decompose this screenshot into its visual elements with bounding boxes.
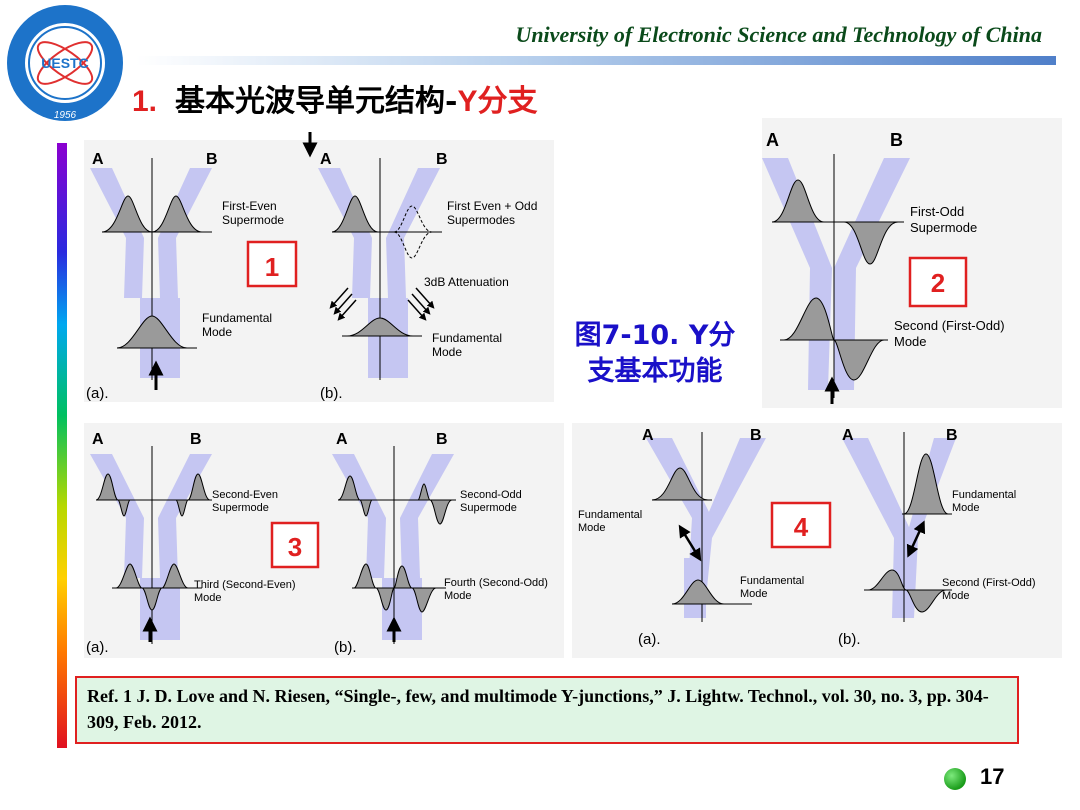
slide-title: 1. 基本光波导单元结构-Y分支 xyxy=(132,76,538,120)
p4-sublabel: (a). xyxy=(86,639,109,656)
label-a: A xyxy=(320,151,332,168)
caption-line-1: 图7-10. Y分 xyxy=(574,320,736,351)
figure-box-2 xyxy=(908,256,968,308)
label-b: B xyxy=(436,151,448,168)
title-text: 基本光波导单元结构- xyxy=(175,84,458,119)
figure-caption: 图7-10. Y分 支基本功能 xyxy=(560,318,750,390)
label-a: A xyxy=(92,151,104,168)
section-number: 1. xyxy=(132,85,158,118)
green-dot-icon xyxy=(944,768,966,790)
label-b: B xyxy=(436,431,448,448)
logo-text: UESTC xyxy=(41,55,88,71)
label-b: B xyxy=(750,427,762,444)
p4-lower-label: Third (Second-Even)Mode xyxy=(194,579,296,604)
p7-sublabel: (b). xyxy=(838,631,861,648)
label-b: B xyxy=(946,427,958,444)
box-number-3: 3 xyxy=(288,532,302,562)
box-number-1: 1 xyxy=(265,252,279,282)
label-a: A xyxy=(842,427,854,444)
logo-year: 1956 xyxy=(54,110,77,121)
label-b: B xyxy=(206,151,218,168)
header-divider xyxy=(136,56,1056,65)
p2-mid-label: 3dB Attenuation xyxy=(424,275,509,289)
label-b: B xyxy=(890,130,903,150)
title-highlight: Y分支 xyxy=(457,85,538,118)
label-a: A xyxy=(92,431,104,448)
figure-box-4 xyxy=(770,501,832,549)
uestc-logo: UESTC 1956 xyxy=(7,5,123,121)
p2-sublabel: (b). xyxy=(320,385,343,402)
figure-box-1 xyxy=(246,240,298,288)
rainbow-sidebar xyxy=(57,143,67,748)
label-b: B xyxy=(190,431,202,448)
p5-lower-label: Fourth (Second-Odd)Mode xyxy=(444,577,548,602)
reference-box: Ref. 1 J. D. Love and N. Riesen, “Single… xyxy=(75,676,1019,744)
box-number-4: 4 xyxy=(794,512,809,542)
page-number: 17 xyxy=(980,764,1005,789)
p5-sublabel: (b). xyxy=(334,639,357,656)
p7-lower-label: Second (First-Odd)Mode xyxy=(942,577,1036,602)
box-number-2: 2 xyxy=(931,268,945,298)
label-a: A xyxy=(766,130,779,150)
university-name: University of Electronic Science and Tec… xyxy=(515,22,1042,47)
p6-sublabel: (a). xyxy=(638,631,661,648)
p3-lower-label: Second (First-Odd)Mode xyxy=(894,318,1005,349)
p1-sublabel: (a). xyxy=(86,385,109,402)
label-a: A xyxy=(642,427,654,444)
figure-box-3 xyxy=(270,521,320,569)
label-a: A xyxy=(336,431,348,448)
caption-line-2: 支基本功能 xyxy=(587,356,723,387)
